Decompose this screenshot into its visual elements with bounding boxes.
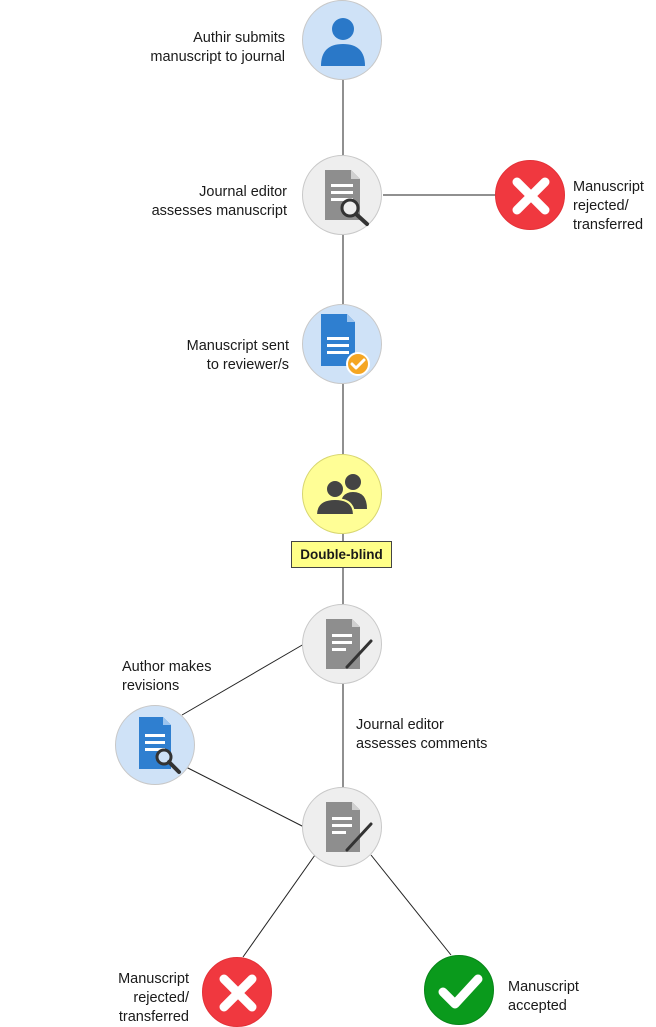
connector-revisions-to-final [181, 764, 305, 828]
x-icon [219, 974, 257, 1012]
editor-assess-node [302, 155, 382, 235]
rejected-top-node [495, 160, 565, 230]
author-submit-node [302, 0, 382, 80]
label-submit: Authir submits manuscript to journal [150, 30, 285, 65]
people-icon [314, 474, 367, 516]
label-rejected-top: Manuscript rejected/ transferred [573, 179, 644, 233]
label-assess-manuscript: Journal editor assesses manuscript [151, 184, 287, 219]
document-pen-icon [326, 802, 373, 852]
connector-edit-to-revisions [181, 643, 305, 716]
document-magnifier-icon [139, 717, 181, 774]
connector-final-to-accepted [370, 854, 452, 956]
author-revisions-node [115, 705, 195, 785]
document-check-icon [321, 314, 370, 376]
label-assess-comments: Journal editor assesses comments [356, 717, 488, 752]
editor-decision-node [302, 787, 382, 867]
connector-final-to-rejected [242, 854, 316, 958]
document-pen-icon [326, 619, 373, 669]
document-magnifier-icon [325, 170, 369, 226]
x-icon [512, 177, 550, 215]
sent-to-reviewers-node [302, 304, 382, 384]
accepted-node [424, 955, 494, 1025]
rejected-bottom-node [202, 957, 272, 1027]
label-author-revisions: Author makes revisions [122, 659, 212, 694]
editor-comments-node [302, 604, 382, 684]
reviewers-node [302, 454, 382, 534]
label-accepted: Manuscript accepted [508, 979, 579, 1014]
label-rejected-bottom: Manuscript rejected/ transferred [118, 971, 189, 1025]
review-type-tag: Double-blind [291, 541, 392, 568]
checkmark-icon [438, 974, 483, 1009]
person-icon [321, 18, 365, 66]
label-sent-to-reviewers: Manuscript sent to reviewer/s [186, 338, 289, 373]
